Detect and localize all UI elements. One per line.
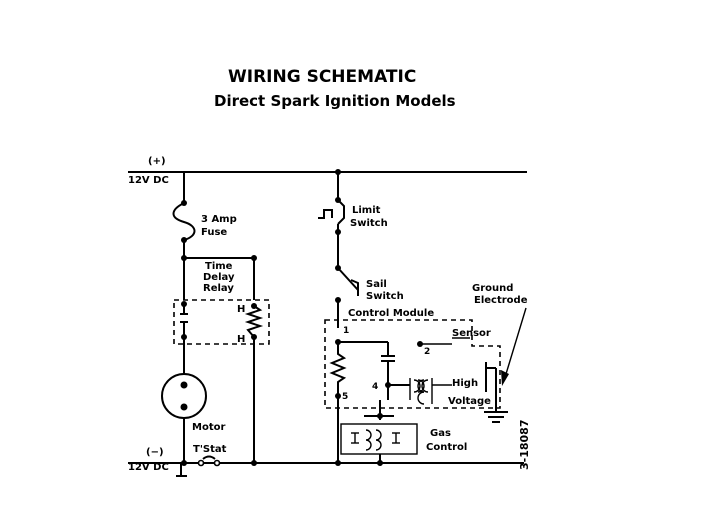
time-delay-relay: Time Delay Relay H H [173,240,270,463]
ground-electrode: Ground Electrode [472,283,528,423]
limit-switch-label-line2: Switch [350,218,388,229]
control-module: Control Module 1 2 Sensor 4 High Voltage… [324,308,501,409]
figure-code: 3-18087 [518,420,531,471]
ground-electrode-label-line2: Electrode [474,295,528,306]
gas-control-label-line2: Control [426,442,467,453]
gas-control-label-line1: Gas [430,428,451,439]
relay-label-line1: Time [205,261,233,272]
positive-sign-label: (+) [148,156,166,167]
terminal-4-label: 4 [372,382,378,392]
relay-terminal-h-bottom: H [237,334,245,345]
limit-switch: Limit Switch [318,169,388,268]
motor: Motor [161,373,225,463]
terminal-5-label: 5 [342,392,348,402]
relay-terminal-h-top: H [237,304,245,315]
terminal-1-label: 1 [343,326,349,336]
motor-label: Motor [192,422,225,433]
diagram-title: WIRING SCHEMATIC [228,67,416,87]
sail-switch-label-line1: Sail [366,279,387,290]
ground-electrode-label-line1: Ground [472,283,513,294]
thermostat: T'Stat [181,444,257,467]
relay-label-line3: Relay [203,283,234,294]
fuse-label-line1: 3 Amp [201,214,237,225]
terminal-2-label: 2 [424,347,430,357]
positive-rail: (+) 12V DC [128,156,527,186]
sail-switch: Sail Switch [335,265,404,328]
negative-voltage-label: 12V DC [128,462,169,473]
fuse-label-line2: Fuse [201,227,227,238]
high-voltage-label-line1: High [452,378,478,389]
sail-switch-label-line2: Switch [366,291,404,302]
sensor-label: Sensor [452,328,491,339]
fuse: 3 Amp Fuse [172,172,237,243]
diagram-subtitle: Direct Spark Ignition Models [214,92,456,110]
limit-switch-label-line1: Limit [352,205,381,216]
control-module-label: Control Module [348,308,434,319]
tstat-label: T'Stat [193,444,227,455]
relay-label-line2: Delay [203,272,235,283]
gas-control: Gas Control [335,396,467,466]
negative-sign-label: (−) [146,447,164,458]
high-voltage-label-line2: Voltage [448,396,491,407]
positive-voltage-label: 12V DC [128,175,169,186]
